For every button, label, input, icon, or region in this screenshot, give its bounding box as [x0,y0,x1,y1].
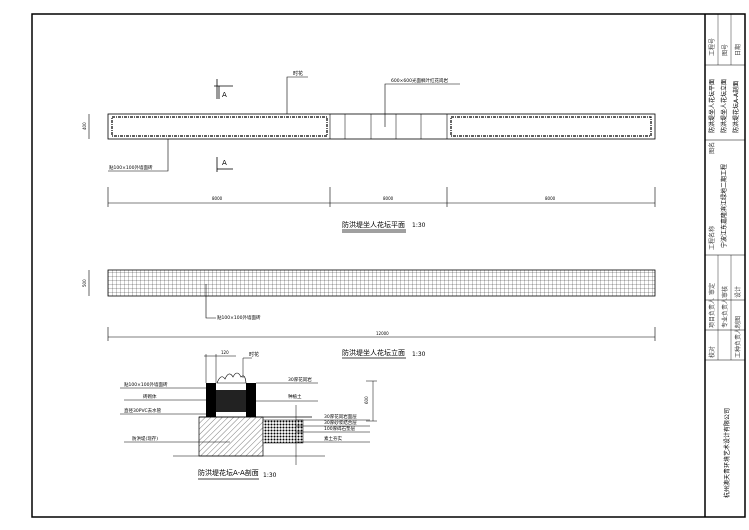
label-tile-plan: 贴100×100外墙面砖 [109,164,153,171]
tb-sign-4: 设计 [734,286,742,298]
label-paving: 600×600光面枫叶红花岗岩 [391,77,448,84]
section-mark-bottom: A [222,159,227,167]
section-height-dim: 600 [364,396,369,404]
tb-sign-3: 专业负责人 [721,298,729,328]
label-right-2: 30厚花岗岩面层 [324,413,357,420]
tb-project-label: 工程名称 [708,226,716,250]
tb-drawing-1: 防洪堤坐人花坛立面 [720,79,728,133]
tb-drawing-2: 防洪堤花坛A-A剖面 [732,81,740,133]
dim-2: 8000 [383,196,394,201]
elevation-tile-grid [107,269,656,297]
tb-sign-7: 工种负责人 [734,328,742,358]
plan-outline [107,113,656,140]
tb-project-name: 宁波江东嘉隆滨江绿地二期工程 [720,164,728,248]
tb-project-no: 工程号 [708,38,716,56]
tb-drawing-label: 图名 [708,142,716,154]
tb-sign-1: 审核 [721,286,729,298]
label-left-2: 直径30PVC去水管 [124,407,162,414]
dim-3: 8000 [545,196,556,201]
label-right-5: 素土夯实 [324,435,342,442]
plan-width-dim: 400 [82,122,87,130]
flood-wall [198,416,264,457]
section-view: 120 时花 贴100×100外墙面砖 砖砌体 直径30PVC去水管 防洪堤(现… [120,350,377,480]
tb-date: 日期 [734,44,742,56]
sheet-border [31,13,746,518]
label-flower: 时花 [249,351,259,358]
planter-shrub-right [450,116,652,137]
section-scale: 1:30 [263,472,277,479]
elevation-total-dim: 12000 [376,331,389,336]
plan-view: 400 时花 600×600光面枫叶红花岗岩 贴100×100外墙面砖 A A … [82,70,656,233]
section-title: 防洪堤花坛A-A剖面 [198,468,259,477]
elevation-view: 500 贴100×100外墙面砖 12000 防洪堤坐人花坛立面 1:30 [82,269,656,359]
label-shrub: 时花 [293,70,303,77]
label-right-4: 100厚碎石垫层 [324,425,356,432]
tb-company: 杭州澳天青环境艺术设计有限公司 [723,408,731,498]
plan-scale: 1:30 [412,222,426,229]
label-left-1: 砖砌体 [143,393,157,400]
plan-title: 防洪堤坐人花坛平面 [342,220,405,229]
label-left-3: 防洪堤(现存) [132,435,158,442]
section-mark-top: A [222,91,227,99]
dim-1: 8000 [212,196,223,201]
label-tile-elev: 贴100×100外墙面砖 [217,314,261,321]
label-right-0: 30厚花岗岩 [288,376,312,383]
elevation-height-dim: 500 [82,279,87,287]
label-left-0: 贴100×100外墙面砖 [124,381,168,388]
planter-shrub-left [111,116,328,137]
tb-drawing-no: 图号 [722,44,729,56]
tb-sign-2: 项目负责人 [708,298,716,328]
tb-sign-6: 校对 [708,346,716,358]
section-top-dim: 120 [221,350,229,355]
elevation-scale: 1:30 [412,351,426,358]
tb-sign-5: 制图 [734,316,742,328]
label-right-3: 30厚砂浆结合层 [324,419,357,426]
tb-sign-0: 审定 [708,283,716,295]
flower-icon [216,372,247,384]
gravel-layer [262,419,304,444]
planting-soil [216,390,246,412]
elevation-title: 防洪堤坐人花坛立面 [342,348,405,357]
title-block: 工程号 图号 日期 图名 防洪堤坐人花坛平面 防洪堤坐人花坛立面 防洪堤花坛A-… [705,14,745,498]
tb-drawing-0: 防洪堤坐人花坛平面 [708,79,716,133]
label-right-1: 种植土 [288,393,302,400]
